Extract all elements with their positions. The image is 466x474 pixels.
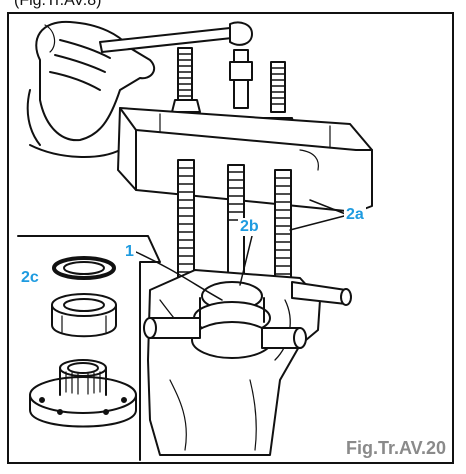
hand-outline (35, 20, 156, 142)
label-2c: 2c (19, 269, 41, 287)
leader-2a-a (289, 214, 349, 231)
leader-2b (239, 235, 253, 286)
figure-reference: Fig.Tr.AV.20 (345, 438, 446, 458)
wrench (99, 27, 233, 53)
label-2a: 2a (344, 206, 366, 224)
leader-2a-b (309, 199, 349, 216)
seal-part-2c (51, 293, 117, 338)
threaded-rod-right (270, 61, 286, 113)
inset-divider (17, 235, 161, 461)
rod-lower-right (274, 169, 292, 306)
top-caption: (Fig.Tr.AV.8) (14, 0, 102, 9)
leader-1 (135, 251, 223, 301)
gearbox-housing (147, 269, 321, 456)
label-2b: 2b (238, 218, 261, 236)
threaded-rod-center (229, 49, 253, 109)
flange-hub (29, 359, 137, 428)
label-1: 1 (123, 243, 136, 261)
side-shaft-left (149, 317, 201, 339)
